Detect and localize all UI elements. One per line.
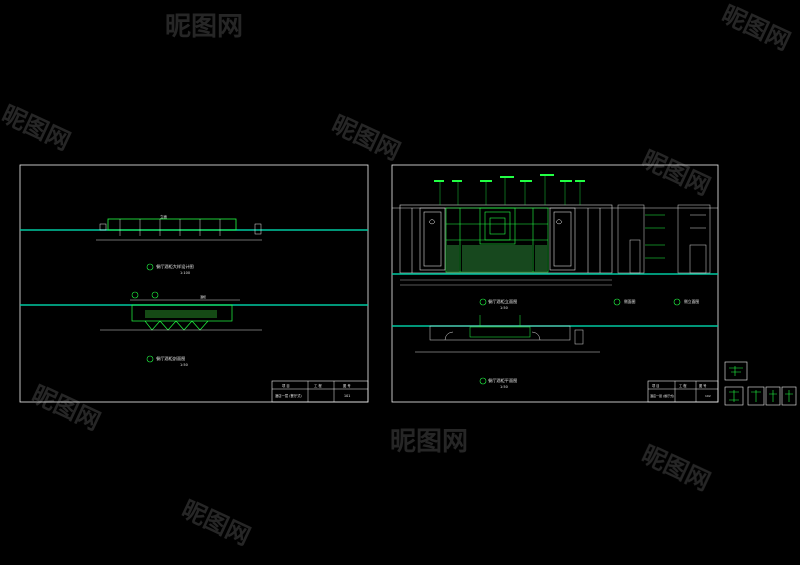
- title-block-cell: 酒店一层 (餐厅式): [650, 393, 674, 398]
- detail-frame: [765, 386, 781, 406]
- title-block-header: 图 号: [699, 383, 706, 388]
- view-scale: 1:100: [180, 271, 190, 275]
- sheet-border: [391, 164, 719, 403]
- view-marker: [146, 355, 154, 363]
- detail-frame: [724, 361, 748, 381]
- hatch-fill: [462, 245, 532, 272]
- plan-view: [392, 315, 718, 353]
- view-scale: 1:50: [180, 363, 188, 367]
- watermark-text: 昵图网: [637, 145, 714, 201]
- view-marker: [146, 263, 154, 271]
- detail-frame: [781, 386, 797, 406]
- title-block-cell: 酒店一层 (餐厅式): [275, 393, 302, 398]
- wall-lamp: [428, 219, 563, 225]
- title-block-header: 工 程: [679, 383, 687, 388]
- title-block-header: 项 目: [282, 384, 290, 388]
- view-title: 餐厅酒柜平面图: [488, 377, 517, 384]
- view-scale: 1:50: [500, 385, 508, 389]
- view-marker: [479, 298, 487, 306]
- side-view-label: 侧立面图: [684, 299, 699, 304]
- view-scale: 1:50: [500, 306, 508, 310]
- hatch-fill: [145, 310, 217, 318]
- side-view-label: 侧面图: [624, 299, 636, 304]
- watermark-text: 昵图网: [390, 427, 468, 457]
- watermark-layer: 昵图网 昵图网 昵图网 昵图网 昵图网 昵图网 昵图网 昵图网 昵图网: [0, 0, 795, 551]
- watermark-text: 昵图网: [637, 440, 714, 496]
- watermark-text: 昵图网: [27, 380, 104, 436]
- title-block: 项 目 工 程 图 号 酒店一层 (餐厅式) 101: [271, 380, 369, 403]
- watermark-text: 昵图网: [177, 495, 254, 551]
- section-view: 酒柜: [20, 291, 368, 331]
- watermark-text: 昵图网: [327, 110, 404, 166]
- cabinet-outline: [107, 218, 237, 231]
- detail-frame: [724, 386, 744, 406]
- front-elevation-view: [392, 174, 718, 286]
- watermark-text: 昵图网: [0, 100, 75, 156]
- detail-frame: [747, 386, 765, 406]
- watermark-text: 昵图网: [717, 0, 794, 56]
- svg-text:立面: 立面: [160, 214, 167, 219]
- detail-thumbnails: [724, 361, 797, 406]
- svg-text:酒柜: 酒柜: [200, 294, 206, 299]
- title-block-header: 工 程: [314, 383, 322, 388]
- view-marker: [479, 377, 487, 385]
- view-title: 餐厅酒柜剖面图: [156, 355, 185, 362]
- sheet-border: [19, 164, 369, 403]
- title-block-cell: 102: [705, 394, 711, 398]
- view-title: 餐厅酒柜大样设计图: [156, 263, 194, 270]
- top-elevation-view: 立面: [20, 214, 368, 241]
- view-title: 餐厅酒柜立面图: [488, 298, 517, 305]
- right-drawing-sheet: 餐厅酒柜立面图 1:50 侧面图 侧立面图 餐厅酒柜平面图 1:50: [391, 164, 719, 403]
- watermark-text: 昵图网: [165, 12, 243, 42]
- title-block-header: 项 目: [652, 384, 659, 388]
- left-drawing-sheet: 立面 餐厅酒柜大样设计图 1:100 酒柜 餐厅酒柜剖面图 1:50: [19, 164, 369, 403]
- title-block-header: 图 号: [343, 383, 351, 388]
- title-block-cell: 101: [344, 394, 350, 398]
- title-block: 项 目 工 程 图 号 酒店一层 (餐厅式) 102: [647, 380, 719, 403]
